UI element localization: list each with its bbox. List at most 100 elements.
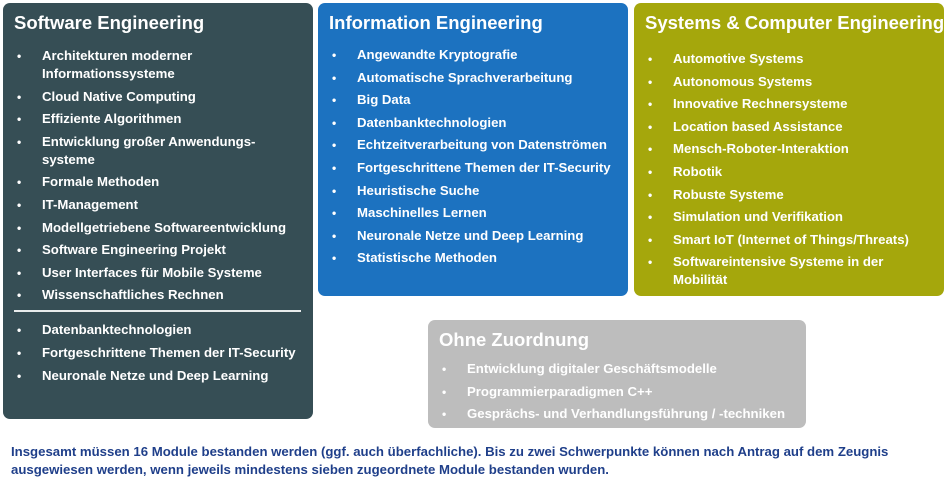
list-item-label: Datenbanktechnologien	[357, 114, 507, 130]
unassigned-title: Ohne Zuordnung	[439, 329, 590, 350]
list-item: • Simulation und Verifikation	[645, 208, 936, 226]
list-item: • Heuristische Suche	[329, 182, 620, 200]
list-item: • Robotik	[645, 163, 936, 181]
list-item: • Automotive Systems	[645, 50, 936, 68]
bullet-icon: •	[17, 175, 22, 190]
bullet-icon: •	[648, 187, 653, 202]
list-item: •Mensch-Roboter-Interaktion	[645, 140, 936, 158]
list-item-label: Robotik	[673, 163, 723, 179]
list-item: •Location based Assistance	[645, 118, 936, 136]
list-item-label: Simulation und Verifikation	[673, 209, 843, 225]
list-item: • Maschinelles Lernen	[329, 204, 620, 222]
list-item-label: Mensch-Roboter-Interaktion	[673, 141, 849, 157]
bullet-icon: •	[17, 345, 22, 360]
list-item-label: Echtzeitverarbeitung von Datenströmen	[357, 137, 607, 153]
list-item: • Innovative Rechnersysteme	[645, 95, 936, 113]
list-item-label: Formale Methoden	[42, 174, 160, 190]
bullet-icon: •	[17, 49, 22, 63]
list-item-label: Big Data	[357, 92, 411, 108]
list-item: •Neuronale Netze und Deep Learning	[329, 227, 620, 245]
list-item-label: Software Engineering Projekt	[42, 242, 226, 258]
bullet-icon: •	[332, 160, 337, 175]
list-item: • Entwicklung großer Anwendungs-systeme	[14, 133, 305, 169]
bullet-icon: •	[648, 232, 653, 247]
list-item-label: Angewandte Kryptografie	[357, 47, 518, 62]
list-item-label: Cloud Native Computing	[42, 88, 196, 104]
bullet-icon: •	[332, 70, 337, 85]
list-item: • Echtzeitverarbeitung von Datenströmen	[329, 136, 620, 154]
list-item-label: Neuronale Netze und Deep Learning	[42, 367, 269, 383]
list-item: •Wissenschaftliches Rechnen	[14, 286, 305, 304]
list-item: •Smart IoT (Internet of Things/Threats)	[645, 231, 936, 249]
software-engineering-list: • Architekturen moderner Informationssyst…	[14, 47, 305, 304]
list-item: • Angewandte Kryptografie	[329, 46, 620, 64]
bullet-icon: •	[442, 407, 447, 422]
list-item: • Datenbanktechnologien	[329, 114, 620, 132]
bullet-icon: •	[332, 48, 337, 62]
systems-computer-engineering-title: Systems & Computer Engineering	[645, 12, 945, 33]
bullet-icon: •	[17, 265, 22, 280]
bullet-icon: •	[332, 93, 337, 108]
list-item-label: Location based Assistance	[673, 118, 843, 134]
bullet-icon: •	[17, 89, 22, 104]
unassigned-box: Ohne Zuordnung • Entwicklung digitaler Ge…	[428, 320, 806, 428]
list-item: •Fortgeschrittene Themen der IT-Security	[329, 159, 620, 177]
information-engineering-title: Information Engineering	[329, 12, 543, 33]
software-engineering-title: Software Engineering	[14, 12, 205, 33]
bullet-icon: •	[17, 323, 22, 338]
list-item-label: Automatische Sprachverarbeitung	[357, 69, 573, 85]
bullet-icon: •	[17, 134, 22, 149]
list-item-label: Gesprächs- und Verhandlungsführung / -te…	[467, 406, 785, 422]
list-item: • Robuste Systeme	[645, 186, 936, 204]
list-item-label: Automotive Systems	[673, 51, 804, 66]
bullet-icon: •	[332, 115, 337, 130]
list-item-label: Maschinelles Lernen	[357, 205, 487, 221]
list-item-label: Programmierparadigmen C++	[467, 383, 653, 399]
bullet-icon: •	[648, 52, 653, 66]
list-item-label: IT-Management	[42, 196, 138, 212]
bullet-icon: •	[332, 138, 337, 153]
bullet-icon: •	[17, 197, 22, 212]
list-item: • Datenbanktechnologien	[14, 321, 305, 339]
bullet-icon: •	[648, 255, 653, 270]
list-item-label: Innovative Rechnersysteme	[673, 96, 848, 112]
bullet-icon: •	[442, 384, 447, 399]
bullet-icon: •	[332, 228, 337, 243]
list-item-label: Entwicklung digitaler Geschäftsmodelle	[467, 361, 717, 376]
list-item: • Effiziente Algorithmen	[14, 110, 305, 128]
list-item-label: Modellgetriebene Softwareentwicklung	[42, 219, 287, 235]
bullet-icon: •	[17, 220, 22, 235]
list-item: • Cloud Native Computing	[14, 88, 305, 106]
list-item-label: User Interfaces für Mobile Systeme	[42, 264, 262, 280]
list-item-label: Autonomous Systems	[673, 73, 813, 89]
bullet-icon: •	[332, 183, 337, 198]
list-item-label: Robuste Systeme	[673, 186, 784, 202]
list-item: •Softwareintensive Systeme in der Mobili…	[645, 253, 936, 289]
list-item-label: Entwicklung großer Anwendungs-systeme	[42, 133, 256, 167]
list-item-label: Architekturen moderner Informationssyste…	[42, 48, 193, 81]
list-item: • Automatische Sprachverarbeitung	[329, 69, 620, 87]
information-engineering-list: • Angewandte Kryptografie • Automatische Sp…	[329, 46, 620, 267]
bullet-icon: •	[442, 362, 447, 376]
list-item: • Architekturen moderner Informationssyst…	[14, 47, 305, 83]
footer-note: Insgesamt müssen 16 Module bestanden wer…	[11, 444, 889, 477]
software-engineering-shared-list: •Datenbanktechnologien•Fortgeschrittene …	[14, 321, 305, 384]
bullet-icon: •	[332, 206, 337, 221]
list-item: • IT-Management	[14, 196, 305, 214]
bullet-icon: •	[648, 164, 653, 179]
list-item-label: Datenbanktechnologien	[42, 322, 192, 338]
bullet-icon: •	[648, 97, 653, 112]
bullet-icon: •	[17, 368, 22, 383]
list-item-label: Effiziente Algorithmen	[42, 111, 182, 127]
list-item: • Modellgetriebene Softwareentwicklung	[14, 219, 305, 237]
software-engineering-box: Software Engineering • Architekturen mode…	[3, 3, 313, 419]
list-item: • Gesprächs- und Verhandlungsführung / -t…	[439, 405, 798, 423]
list-item: • Big Data	[329, 91, 620, 109]
list-item-label: Heuristische Suche	[357, 182, 480, 198]
bullet-icon: •	[648, 74, 653, 89]
bullet-icon: •	[648, 210, 653, 225]
bullet-icon: •	[17, 112, 22, 127]
list-item: • User Interfaces für Mobile Systeme	[14, 264, 305, 282]
bullet-icon: •	[17, 243, 22, 258]
list-item: • Autonomous Systems	[645, 73, 936, 91]
